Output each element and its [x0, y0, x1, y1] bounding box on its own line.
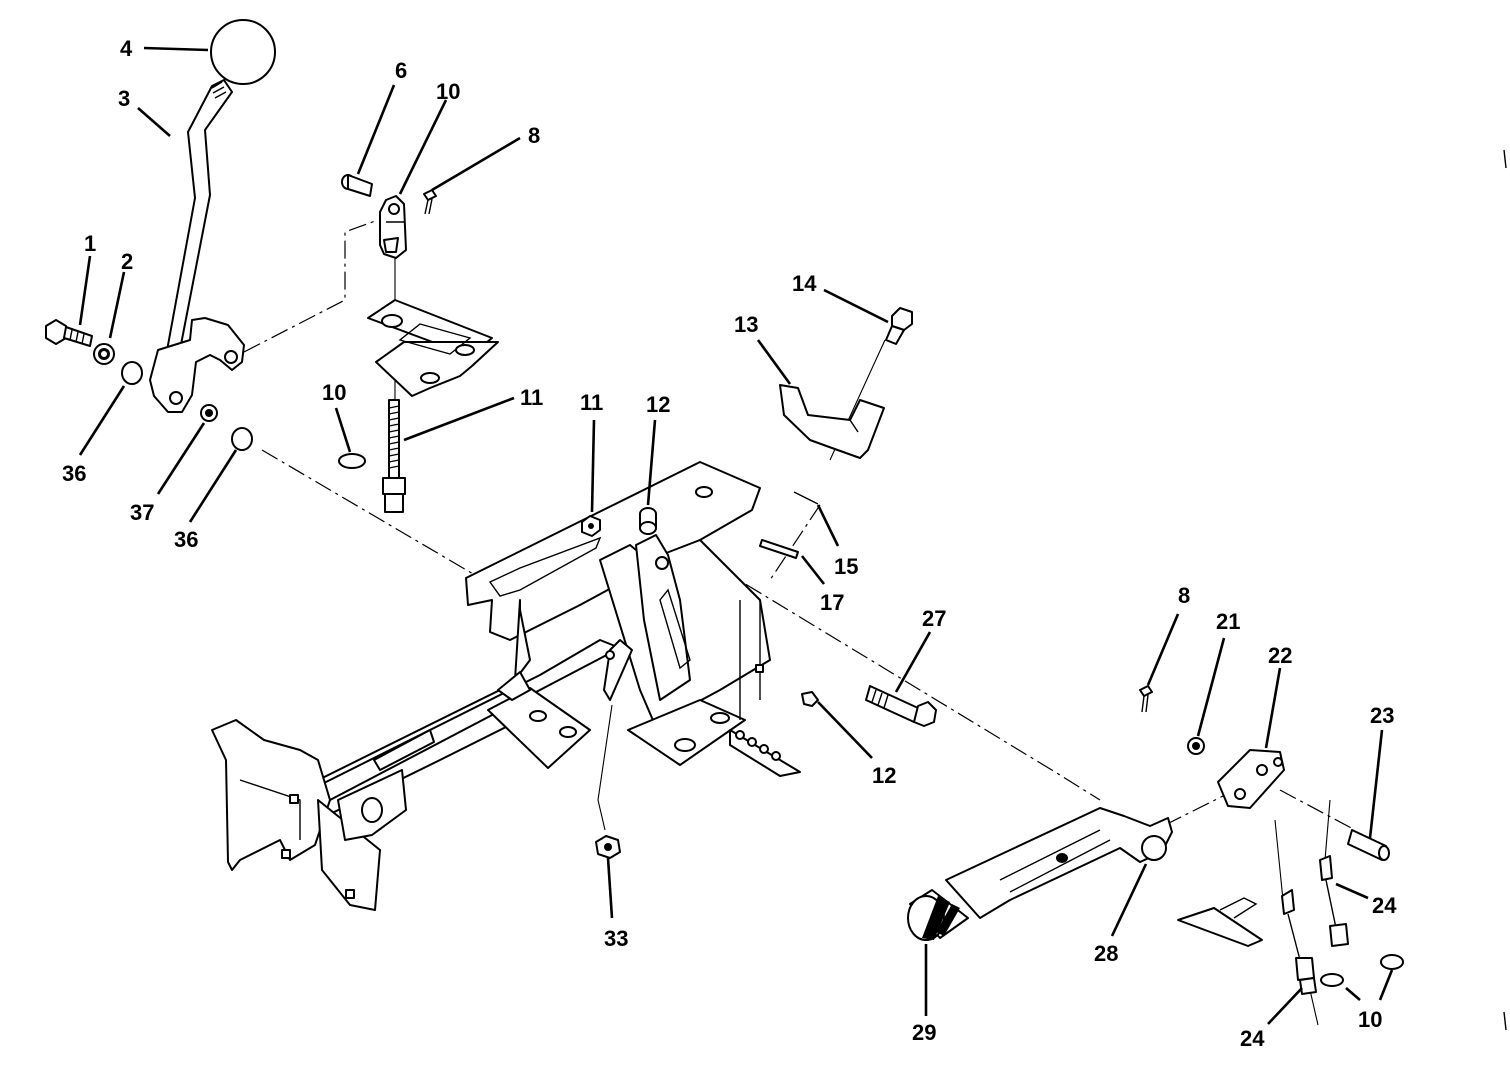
callout-8-lower: 8 — [1178, 583, 1190, 608]
cotter-pin-8-lower — [1139, 685, 1153, 713]
washer-36-lower — [231, 427, 253, 451]
callout-23: 23 — [1370, 703, 1394, 728]
pin-23 — [1347, 829, 1390, 861]
callout-36-upper: 36 — [62, 461, 86, 486]
callout-13: 12 — [646, 392, 670, 417]
rod-24-upper — [1319, 855, 1349, 947]
callout-14: 13 — [734, 312, 758, 337]
callout-1: 1 — [84, 231, 96, 256]
callout-27: 27 — [922, 606, 946, 631]
callout-15: 14 — [792, 271, 817, 296]
callout-24-upper: 24 — [1372, 893, 1397, 918]
nut-12-upper — [581, 515, 601, 537]
callout-8-upper: 8 — [528, 123, 540, 148]
washer-21 — [1187, 737, 1205, 755]
callout-37: 37 — [130, 500, 154, 525]
e-ring-10-upper — [338, 453, 366, 469]
clevis-22 — [1217, 749, 1285, 809]
clevis-pin-6 — [341, 174, 373, 197]
bushing-37 — [200, 404, 218, 422]
bolt-15 — [885, 307, 913, 345]
hand-lever-28 — [945, 807, 1173, 919]
nut-33 — [595, 835, 621, 859]
assembly-centerlines — [243, 219, 1356, 1026]
plate-bracket — [1177, 897, 1263, 947]
threaded-rod-11 — [382, 399, 406, 513]
nut-12-lower — [801, 691, 819, 707]
bolt-27 — [865, 685, 937, 727]
callout-24-lower: 24 — [1240, 1026, 1265, 1051]
pin-17 — [793, 491, 819, 505]
callout-10-upper: 10 — [322, 380, 346, 405]
clevis-11 — [379, 195, 407, 259]
callout-3: 3 — [118, 86, 130, 111]
callout-12-upper: 11 — [580, 390, 603, 415]
callout-6: 6 — [395, 58, 407, 83]
callout-12-lower: 12 — [872, 763, 896, 788]
callout-22: 22 — [1268, 643, 1292, 668]
lever-grip-29 — [907, 889, 969, 941]
callout-17: 15 — [834, 554, 858, 579]
callout-36-lower: 36 — [174, 527, 198, 552]
shift-lever — [149, 79, 245, 413]
e-ring-10-lower-b — [1380, 954, 1404, 970]
callout-33: 33 — [604, 926, 628, 951]
cotter-pin-8-upper — [423, 189, 437, 215]
leader-lines — [78, 46, 1394, 1025]
pin-18 — [759, 539, 799, 559]
callout-18: 17 — [820, 590, 844, 615]
callout-11-upper: 10 — [436, 79, 460, 104]
callout-2: 2 — [121, 249, 133, 274]
e-ring-10-lower-a — [1320, 973, 1344, 987]
callout-4: 4 — [120, 36, 133, 61]
rod-24-lower — [1281, 889, 1317, 995]
callout-21: 21 — [1216, 609, 1240, 634]
main-frame — [211, 461, 801, 911]
callout-labels: 4 3 1 2 36 37 36 6 10 8 10 11 11 12 14 1… — [62, 36, 1397, 1051]
callout-29: 29 — [912, 1020, 936, 1045]
bolt-1 — [45, 319, 93, 347]
washer-36-upper — [121, 361, 143, 385]
spacer-13 — [639, 507, 657, 535]
washer-2 — [93, 343, 115, 365]
shift-knob — [210, 19, 276, 85]
callout-10-lower: 10 — [1358, 1007, 1382, 1032]
edge-marks — [1503, 149, 1507, 1031]
callout-11-lower: 11 — [520, 385, 543, 410]
bracket-14 — [779, 384, 885, 459]
plate-lower — [375, 323, 499, 397]
callout-28: 28 — [1094, 941, 1118, 966]
